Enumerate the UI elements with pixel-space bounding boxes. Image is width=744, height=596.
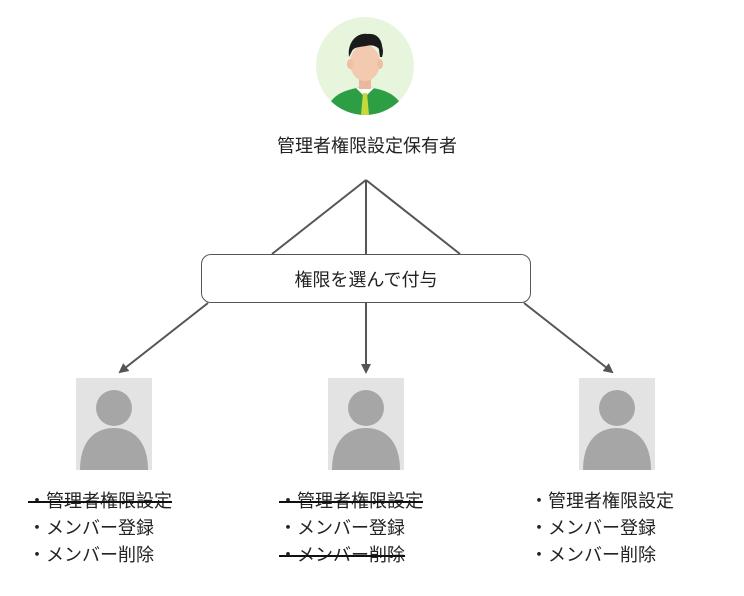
member-1-permission-list: ・管理者権限設定 ・メンバー登録 ・メンバー削除	[28, 488, 172, 569]
permission-item: ・メンバー削除	[28, 545, 154, 566]
permission-item: ・メンバー登録	[279, 518, 405, 539]
grant-permission-box: 権限を選んで付与	[201, 254, 531, 303]
grant-permission-label: 権限を選んで付与	[294, 269, 438, 291]
grant-to-member-left-arrow	[118, 302, 209, 374]
permission-item: ・メンバー削除	[279, 545, 405, 566]
member-3-permission-list: ・管理者権限設定 ・メンバー登録 ・メンバー削除	[530, 488, 674, 569]
permission-item: ・管理者権限設定	[279, 491, 423, 512]
member-silhouette-icon	[328, 378, 404, 470]
member-2-permission-list: ・管理者権限設定 ・メンバー登録 ・メンバー削除	[279, 488, 423, 569]
admin-person-icon	[316, 17, 414, 115]
permission-item: ・管理者権限設定	[530, 491, 674, 512]
member-silhouette-icon	[579, 378, 655, 470]
admin-label: 管理者権限設定保有者	[277, 136, 457, 157]
permission-item: ・メンバー登録	[28, 518, 154, 539]
permission-item: ・メンバー登録	[530, 518, 656, 539]
grant-to-member-right-arrow	[523, 302, 614, 374]
member-silhouette-icon	[76, 378, 152, 470]
permission-item: ・管理者権限設定	[28, 491, 172, 512]
permission-item: ・メンバー削除	[530, 545, 656, 566]
admin-to-grant-right-line	[365, 179, 461, 255]
admin-to-grant-left-line	[271, 179, 367, 255]
